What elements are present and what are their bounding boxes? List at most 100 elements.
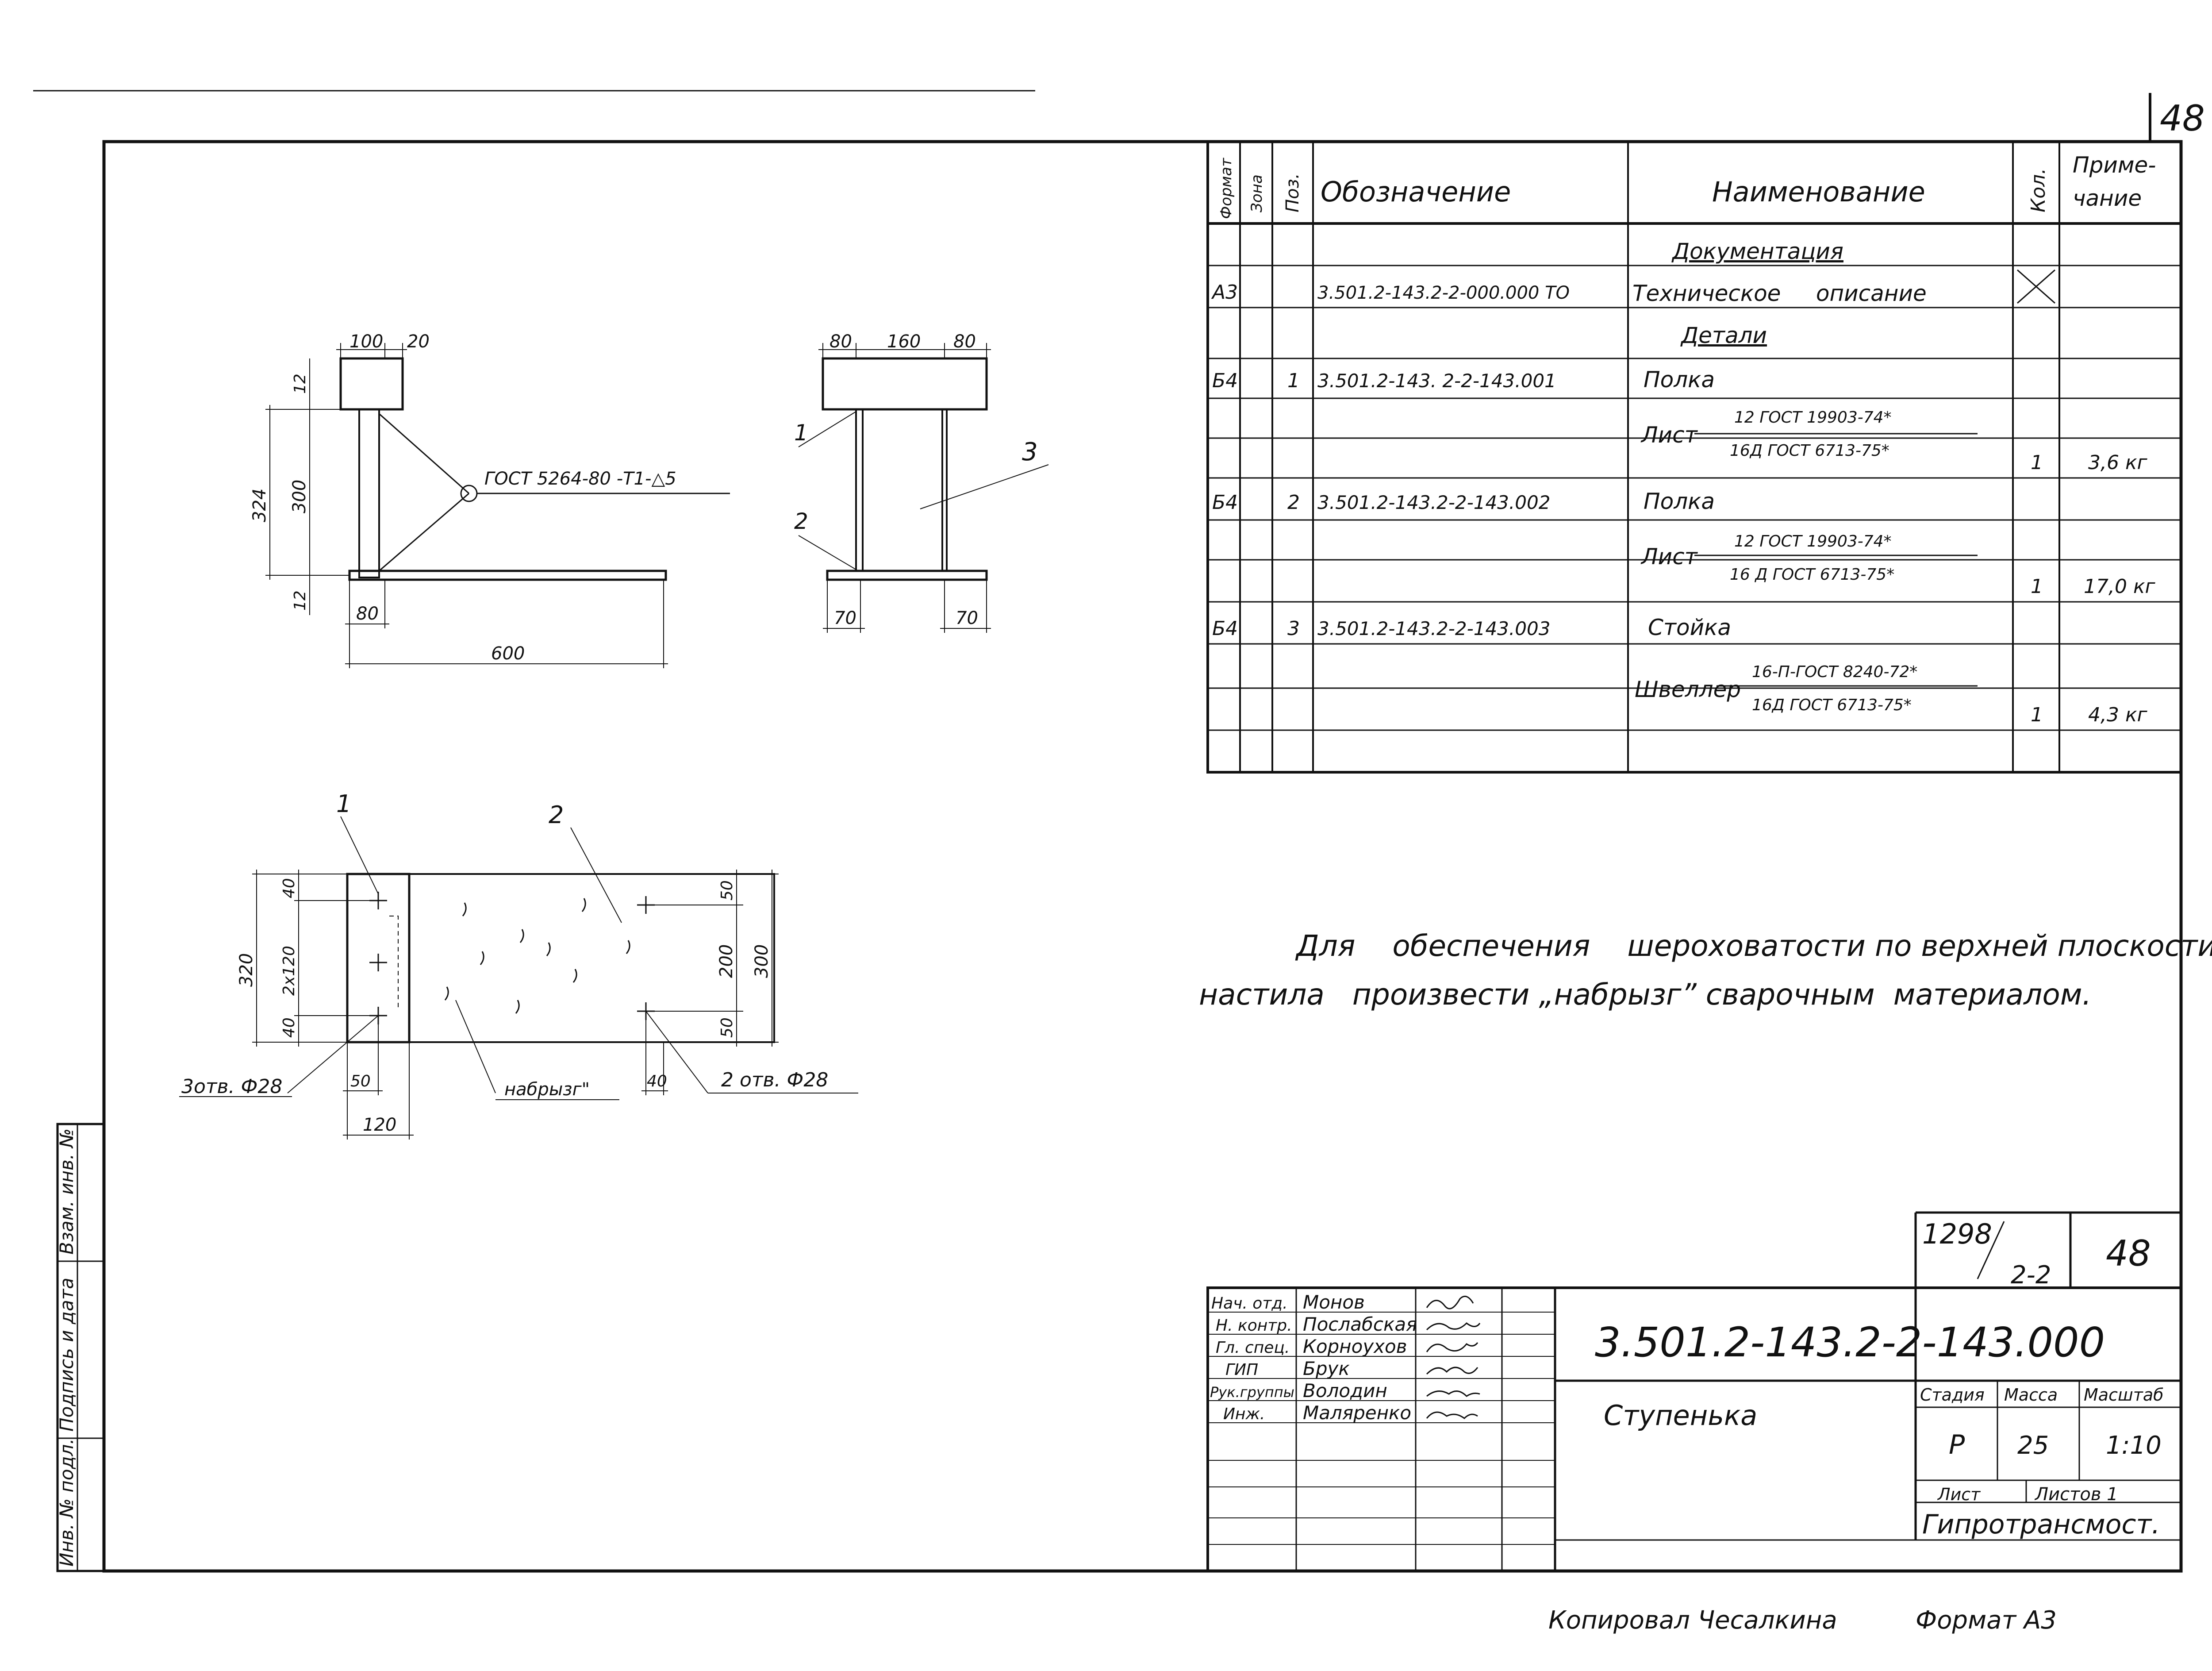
dim-label: 600	[491, 643, 525, 664]
part-qty: 1	[2031, 575, 2043, 598]
callout-2: 2	[794, 508, 808, 534]
part-format: Б4	[1212, 617, 1238, 640]
dim-label: 80	[953, 331, 976, 352]
part-designation: 3.501.2-143.2-2-143.003	[1317, 618, 1550, 639]
dim-label: 40	[647, 1072, 667, 1090]
drawing-plan-view-labels: 320 40 2х120 40 50 200 50 300 50 120 40 …	[179, 790, 858, 1135]
format-label: Формат А3	[1916, 1606, 2057, 1635]
part-material-den: 16 Д ГОСТ 6713-75*	[1730, 566, 1894, 584]
spec-row-part-3: Б4 3 3.501.2-143.2-2-143.003 Стойка Швел…	[1212, 615, 2148, 726]
general-note: Для обеспечения шероховатости по верхней…	[1199, 929, 2212, 1012]
role-label: Рук.группы	[1210, 1384, 1294, 1401]
spec-header-zone: Зона	[1248, 174, 1266, 212]
role-label: Нач. отд.	[1211, 1294, 1288, 1313]
drawing-plan-view	[252, 816, 779, 1140]
spec-header-name: Наименование	[1712, 176, 1925, 208]
dim-label: 100	[349, 331, 383, 352]
spec-row-part-1: Б4 1 3.501.2-143. 2-2-143.001 Полка Лист…	[1212, 367, 2148, 474]
doc-format: А3	[1211, 281, 1238, 304]
dim-label: 300	[752, 944, 772, 978]
part-qty: 1	[2031, 451, 2043, 474]
drawing-side-view-labels: 100 20 12 324 300 12 80 600 ГОСТ 5264-80…	[250, 331, 676, 664]
drawing-title: Ступенька	[1604, 1399, 1757, 1432]
dim-label: 70	[834, 608, 856, 628]
role-name: Послабская	[1303, 1313, 1417, 1335]
part-designation: 3.501.2-143.2-2-143.002	[1317, 492, 1550, 513]
title-sheet-number: 48	[2106, 1233, 2151, 1274]
sheets-label: Листов 1	[2034, 1484, 2118, 1505]
part-name: Полка	[1644, 489, 1715, 514]
side-stamp-replace-inv: Взам. инв. №	[56, 1128, 77, 1255]
dim-label: 160	[887, 331, 921, 352]
copied-by: Копировал Чесалкина	[1548, 1606, 1837, 1635]
drawing-side-view	[265, 343, 730, 668]
dim-label: 50	[718, 1017, 736, 1038]
spec-header-qty: Кол.	[2027, 168, 2050, 212]
part-name: Стойка	[1648, 615, 1731, 640]
note-line-2: настила произвести „набрызг” сварочным м…	[1199, 978, 2092, 1012]
spec-header-note2: чание	[2073, 185, 2142, 211]
role-name: Маляренко	[1303, 1402, 1411, 1424]
organization: Гипротрансмост.	[1922, 1509, 2160, 1540]
part-pos: 1	[1287, 370, 1300, 392]
holes-right-note: 2 отв. Ф28	[721, 1069, 828, 1091]
callout-2: 2	[549, 801, 564, 829]
drawing-code: 3.501.2-143.2-2-143.000	[1595, 1319, 2105, 1366]
mass-label: Масса	[2004, 1385, 2058, 1405]
role-label: ГИП	[1225, 1361, 1258, 1379]
dim-label: 40	[280, 878, 298, 898]
dim-label: 2х120	[280, 946, 298, 996]
dim-label: 70	[956, 608, 978, 628]
doc-name: Техническое описание	[1632, 281, 1927, 306]
spec-table: Формат Зона Поз. Обозначение Наименовани…	[1206, 140, 2182, 774]
dim-label: 12	[291, 590, 309, 611]
title-block: 1298 2-2 48 3.501.2-143.2-2-143.000 Ступ…	[1206, 1211, 2182, 1572]
role-name: Володин	[1303, 1380, 1387, 1401]
side-stamp-sign-date: Подпись и дата	[56, 1278, 77, 1432]
holes-left-note: 3отв. Ф28	[181, 1075, 282, 1098]
sheet-label: Лист	[1937, 1485, 1981, 1504]
scale-value: 1:10	[2106, 1431, 2162, 1460]
part-format: Б4	[1212, 370, 1238, 392]
spec-row-part-2: Б4 2 3.501.2-143.2-2-143.002 Полка Лист …	[1212, 489, 2156, 598]
dim-label: 50	[350, 1072, 371, 1090]
drawing-section-view	[798, 343, 1049, 633]
mass-value: 25	[2017, 1431, 2049, 1460]
note-line-1: Для обеспечения шероховатости по верхней…	[1295, 929, 2212, 963]
spec-section-parts: Детали	[1680, 323, 1767, 348]
dim-label: 80	[356, 604, 379, 624]
page-number: 48	[2160, 98, 2205, 139]
doc-designation: 3.501.2-143.2-2-000.000 ТО	[1317, 283, 1570, 303]
signature-scribbles	[1426, 1295, 1481, 1419]
spec-header-format: Формат	[1217, 158, 1235, 219]
dim-label: 20	[407, 331, 430, 352]
side-stamp: Взам. инв. № Подпись и дата Инв. № подл.	[56, 1123, 105, 1572]
spec-header-designation: Обозначение	[1321, 176, 1511, 208]
part-material-den: 16Д ГОСТ 6713-75*	[1730, 442, 1889, 460]
role-label: Инж.	[1223, 1405, 1265, 1423]
dim-label: 40	[280, 1017, 298, 1038]
role-name: Монов	[1303, 1291, 1365, 1313]
weld-note: ГОСТ 5264-80 -Т1-△5	[484, 469, 676, 489]
dim-label: 120	[363, 1115, 396, 1135]
part-pos: 2	[1287, 491, 1300, 514]
role-name: Брук	[1303, 1358, 1350, 1379]
dim-label: 80	[830, 331, 852, 352]
dim-label: 50	[718, 880, 736, 901]
role-label: Гл. спец.	[1216, 1339, 1290, 1357]
callout-1: 1	[794, 420, 808, 446]
spatter-note: набрызг"	[504, 1079, 590, 1100]
part-note: 3,6 кг	[2088, 451, 2148, 474]
part-pos: 3	[1287, 617, 1300, 640]
scale-label: Масштаб	[2084, 1385, 2164, 1405]
stage-value: Р	[1949, 1429, 1965, 1460]
callout-1: 1	[336, 790, 351, 818]
dim-label: 320	[236, 953, 257, 987]
part-designation: 3.501.2-143. 2-2-143.001	[1317, 370, 1556, 392]
part-qty: 1	[2031, 704, 2043, 726]
part-material: Лист	[1640, 544, 1698, 570]
project-number: 1298	[1922, 1218, 1992, 1250]
dim-label: 300	[289, 480, 310, 513]
spec-header-pos: Поз.	[1283, 173, 1303, 212]
